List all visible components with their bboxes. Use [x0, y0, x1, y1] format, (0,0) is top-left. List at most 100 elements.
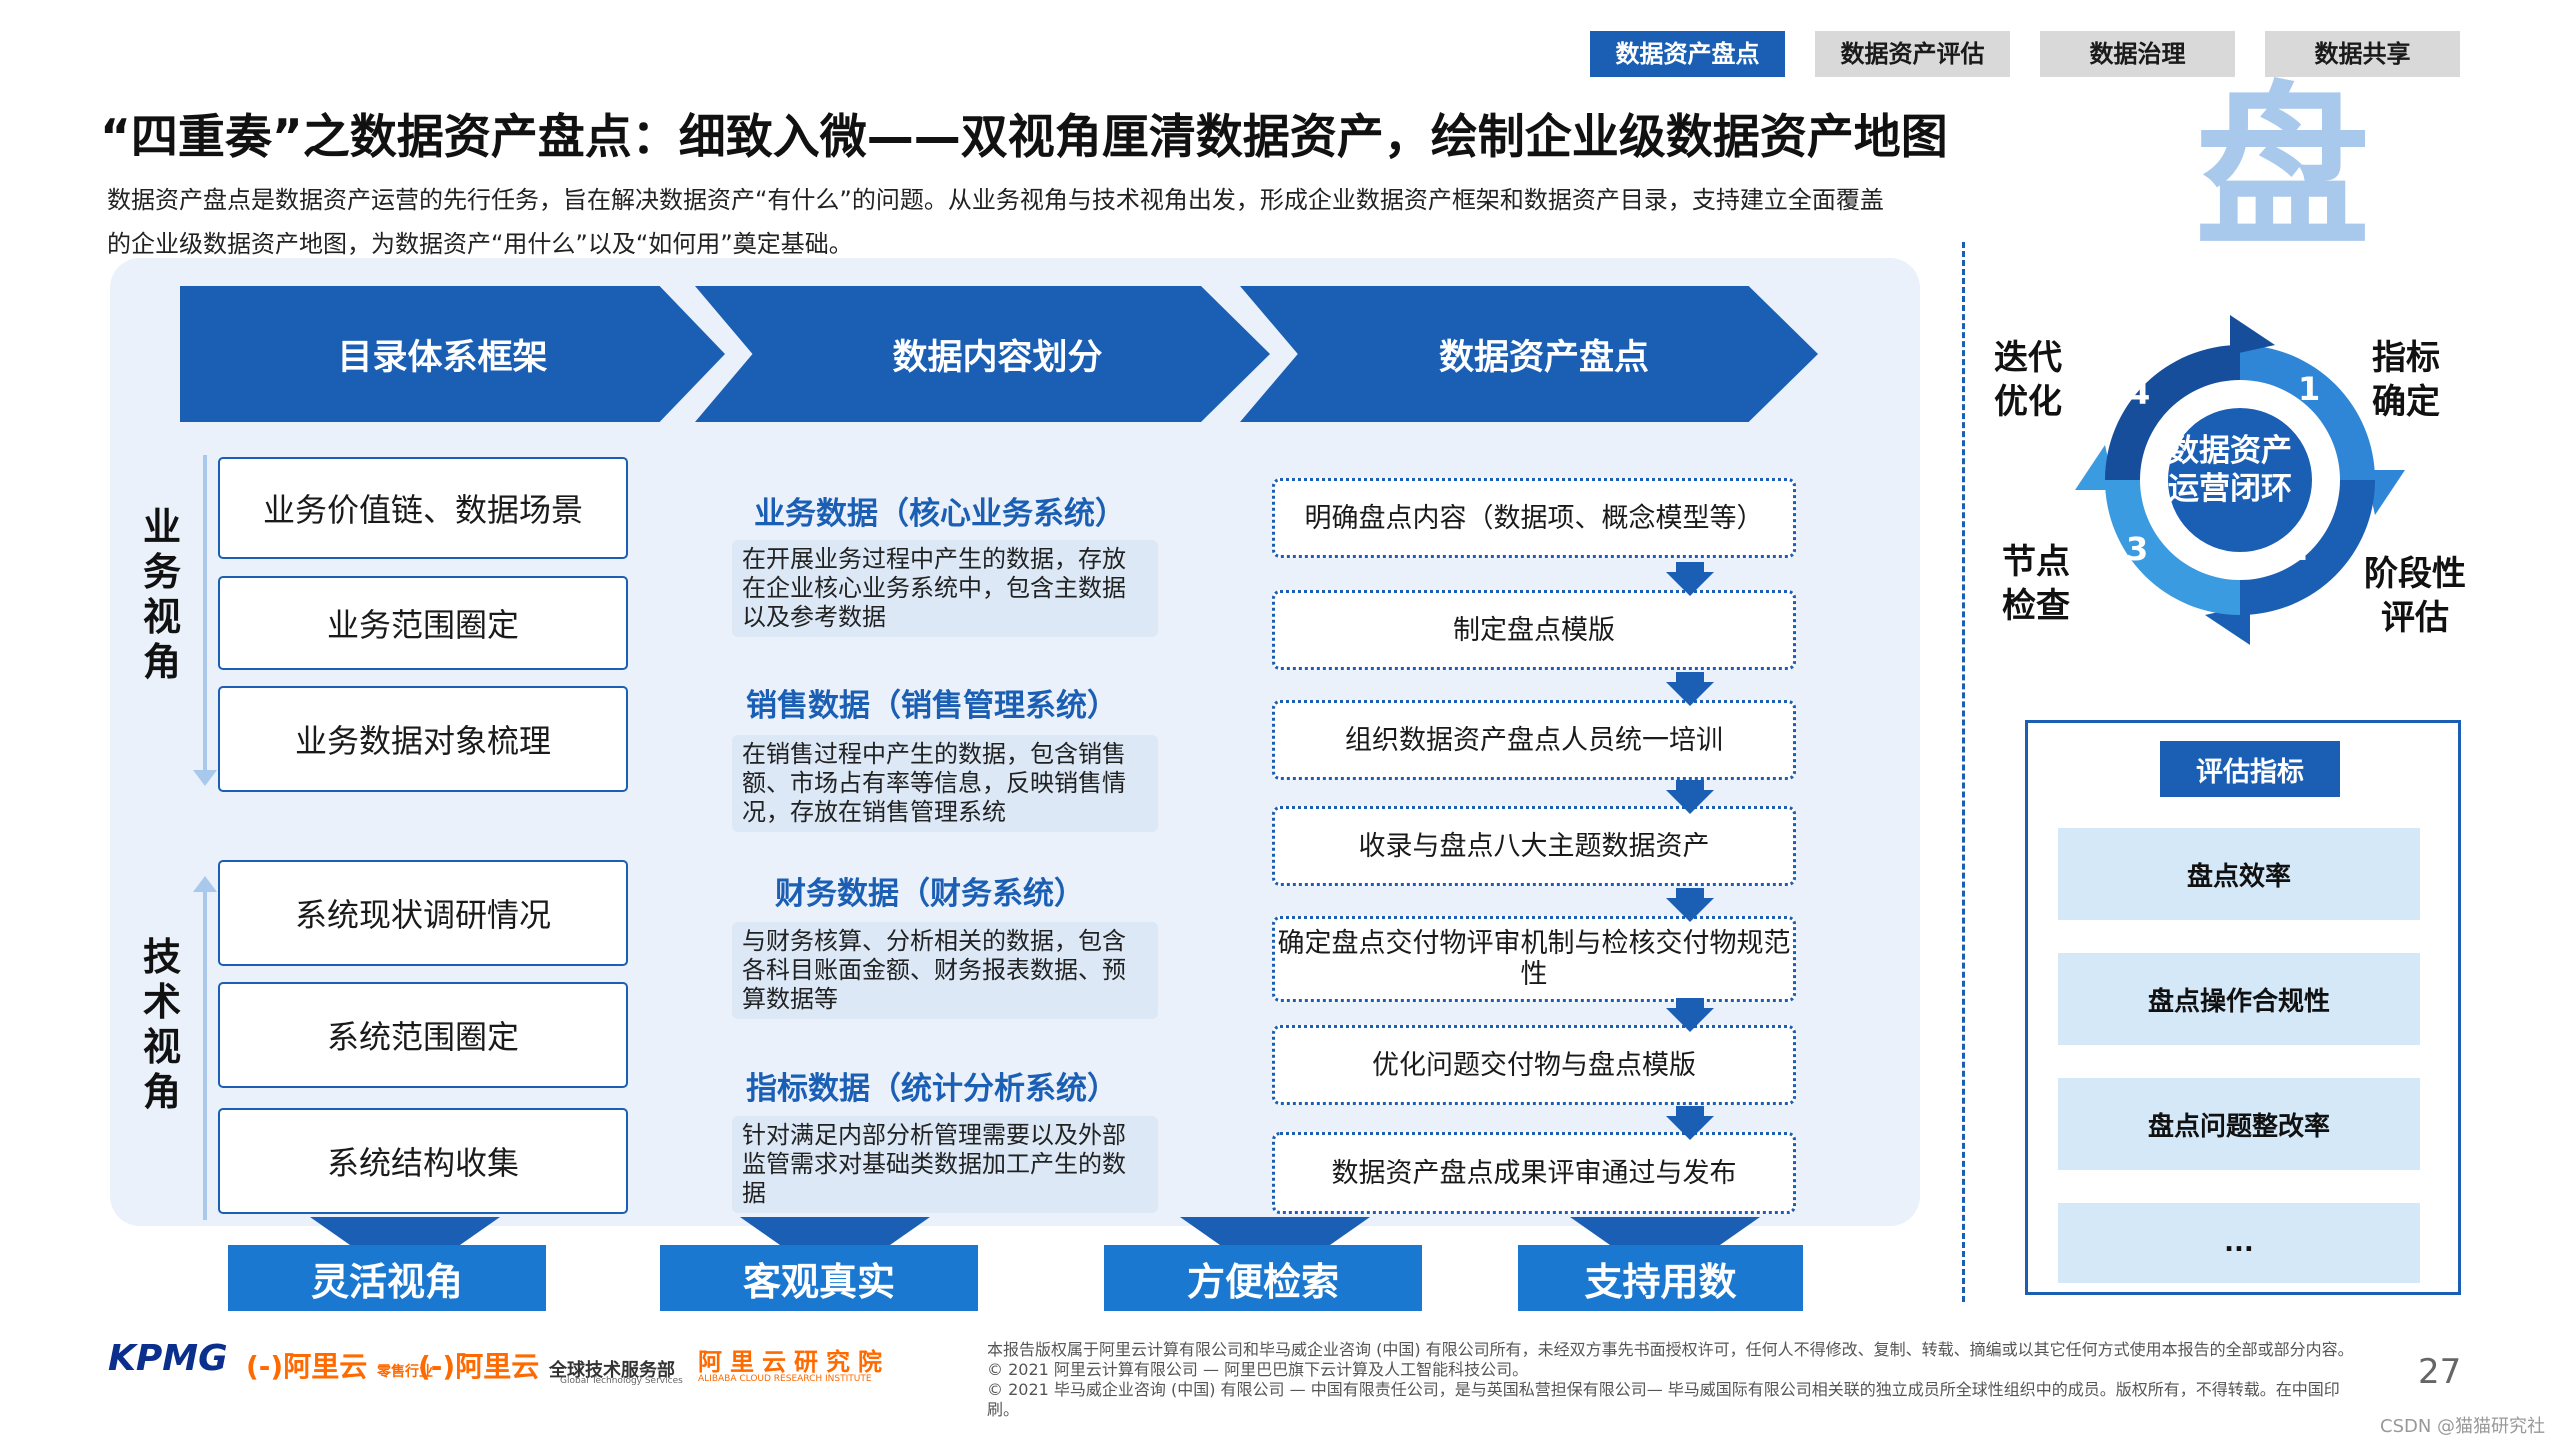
- arrow-down-icon: [1676, 562, 1704, 572]
- arrow-down-icon: [1570, 1217, 1760, 1245]
- outcome-flexible-view: 灵活视角: [228, 1245, 546, 1311]
- page-number: 27: [2418, 1352, 2462, 1392]
- kpmg-logo: KPMG: [108, 1338, 228, 1379]
- category-head: 财务数据（财务系统）: [775, 876, 1085, 912]
- step-box: 收录与盘点八大主题数据资产: [1272, 806, 1796, 886]
- business-item: 业务数据对象梳理: [218, 686, 628, 792]
- evaluation-frame: [2025, 720, 2461, 1295]
- business-item: 业务范围圈定: [218, 576, 628, 670]
- category-head: 销售数据（销售管理系统）: [746, 688, 1118, 724]
- aliyun-retail-logo-text: (-)阿里云: [246, 1350, 368, 1383]
- cycle-number: 2: [2286, 530, 2309, 568]
- arrow-down-icon: [740, 1217, 930, 1245]
- cycle-arrow-2: [2205, 605, 2250, 645]
- watermark: CSDN @猫猫研究社: [2380, 1416, 2546, 1437]
- arrow-down-icon: [193, 770, 217, 786]
- category-desc: 与财务核算、分析相关的数据，包含各科目账面金额、财务报表数据、预算数据等: [732, 922, 1158, 1019]
- arrow-down-icon: [1666, 572, 1714, 596]
- evaluation-item: 盘点操作合规性: [2058, 953, 2420, 1045]
- cycle-segment-4: [2105, 345, 2240, 480]
- cycle-number: 1: [2298, 370, 2321, 408]
- chevron-catalog-framework: 目录体系框架: [180, 286, 725, 422]
- cycle-arrow-4: [2230, 315, 2275, 355]
- arrow-down-icon: [1666, 1116, 1714, 1140]
- business-item: 业务价值链、数据场景: [218, 457, 628, 559]
- arrow-down-icon: [1676, 1106, 1704, 1116]
- chevron-label: 数据资产盘点: [1438, 337, 1649, 378]
- cycle-label-2: 阶段性评估: [2364, 554, 2466, 638]
- technical-perspective-label: 技术视角: [142, 935, 181, 1114]
- category-desc: 在销售过程中产生的数据，包含销售额、市场占有率等信息，反映销售情况，存放在销售管…: [732, 735, 1158, 832]
- arrow-down-icon: [1676, 672, 1704, 682]
- aliyun-gts-logo-sub: 全球技术服务部: [548, 1360, 675, 1381]
- arrow-down-icon: [1666, 1008, 1714, 1032]
- cycle-segment-2: [2240, 480, 2375, 615]
- evaluation-item: 盘点效率: [2058, 828, 2420, 920]
- evaluation-item: ...: [2058, 1203, 2420, 1283]
- chevron-label: 数据内容划分: [892, 337, 1103, 378]
- tab-data-governance[interactable]: 数据治理: [2040, 31, 2235, 77]
- big-character: 盘: [2195, 68, 2370, 271]
- aliyun-research-logo-en: ALIBABA CLOUD RESEARCH INSTITUTE: [698, 1374, 872, 1384]
- cycle-arrow-3: [2075, 445, 2115, 490]
- chevron-label: 目录体系框架: [337, 337, 548, 378]
- aliyun-retail-logo: (-)阿里云 零售行业: [246, 1345, 433, 1385]
- technical-item: 系统范围圈定: [218, 982, 628, 1088]
- evaluation-item: 盘点问题整改率: [2058, 1078, 2420, 1170]
- cycle-segment-3: [2105, 480, 2240, 615]
- category-desc: 针对满足内部分析管理需要以及外部监管需求对基础类数据加工产生的数据: [732, 1116, 1158, 1213]
- technical-item: 系统现状调研情况: [218, 860, 628, 966]
- category-head: 指标数据（统计分析系统）: [746, 1071, 1118, 1107]
- step-box: 组织数据资产盘点人员统一培训: [1272, 700, 1796, 780]
- cycle-center-label: 数据资产运营闭环: [2168, 433, 2292, 507]
- arrow-down-icon: [1666, 682, 1714, 706]
- arrow-down-icon: [1666, 898, 1714, 922]
- outcome-easy-retrieval: 方便检索: [1104, 1245, 1422, 1311]
- chevron-data-content-division: 数据内容划分: [695, 286, 1270, 422]
- arrow-down-icon: [1676, 780, 1704, 790]
- arrow-down-icon: [310, 1217, 500, 1245]
- vertical-divider: [1962, 242, 1965, 1302]
- footer-line: © 2021 阿里云计算有限公司 — 阿里巴巴旗下云计算及人工智能科技公司。: [987, 1360, 1529, 1379]
- business-arrow-line: [203, 455, 207, 777]
- aliyun-gts-logo-text: (-)阿里云: [418, 1350, 540, 1383]
- arrow-down-icon: [1676, 998, 1704, 1008]
- cycle-label-3: 节点检查: [2002, 542, 2070, 626]
- tab-data-asset-inventory[interactable]: 数据资产盘点: [1590, 31, 1785, 77]
- cycle-label-1: 指标确定: [2372, 338, 2440, 422]
- arrow-up-icon: [193, 876, 217, 892]
- category-head: 业务数据（核心业务系统）: [754, 496, 1126, 532]
- step-box: 确定盘点交付物评审机制与检核交付物规范性: [1272, 916, 1796, 1002]
- step-box: 制定盘点模版: [1272, 590, 1796, 670]
- step-box: 明确盘点内容（数据项、概念模型等）: [1272, 478, 1796, 558]
- footer-line: © 2021 毕马威企业咨询 (中国) 有限公司 — 中国有限责任公司，是与英国…: [987, 1380, 2340, 1419]
- page-title: “四重奏”之数据资产盘点：细致入微——双视角厘清数据资产，绘制企业级数据资产地图: [100, 110, 1948, 165]
- outcome-support-usage: 支持用数: [1518, 1245, 1803, 1311]
- evaluation-head: 评估指标: [2160, 741, 2340, 797]
- cycle-arrow-1: [2365, 470, 2405, 515]
- aliyun-gts-logo-en: Global Technology Services: [560, 1376, 683, 1386]
- technical-arrow-line: [203, 890, 207, 1220]
- business-perspective-label: 业务视角: [142, 505, 181, 684]
- cycle-number: 3: [2126, 530, 2149, 568]
- chevron-data-asset-inventory: 数据资产盘点: [1240, 286, 1818, 422]
- step-box: 优化问题交付物与盘点模版: [1272, 1025, 1796, 1105]
- category-desc: 在开展业务过程中产生的数据，存放在企业核心业务系统中，包含主数据以及参考数据: [732, 540, 1158, 637]
- footer-text: 本报告版权属于阿里云计算有限公司和毕马威企业咨询 (中国) 有限公司所有，未经双…: [987, 1340, 2367, 1420]
- arrow-down-icon: [1180, 1217, 1370, 1245]
- footer-line: 本报告版权属于阿里云计算有限公司和毕马威企业咨询 (中国) 有限公司所有，未经双…: [987, 1340, 2354, 1359]
- cycle-number: 4: [2128, 374, 2151, 412]
- aliyun-research-logo: 阿里云研究院: [698, 1348, 890, 1376]
- outcome-objective-true: 客观真实: [660, 1245, 978, 1311]
- cycle-center: [2164, 404, 2316, 556]
- operation-cycle-diagram: [2075, 315, 2405, 645]
- arrow-down-icon: [1666, 790, 1714, 814]
- step-box: 数据资产盘点成果评审通过与发布: [1272, 1132, 1796, 1214]
- aliyun-gts-logo: (-)阿里云 全球技术服务部: [418, 1345, 675, 1385]
- cycle-segment-1: [2240, 345, 2375, 480]
- tab-data-sharing[interactable]: 数据共享: [2265, 31, 2460, 77]
- aliyun-retail-logo-sub: 零售行业: [376, 1364, 433, 1380]
- arrow-down-icon: [1676, 888, 1704, 898]
- technical-item: 系统结构收集: [218, 1108, 628, 1214]
- tab-data-asset-evaluation[interactable]: 数据资产评估: [1815, 31, 2010, 77]
